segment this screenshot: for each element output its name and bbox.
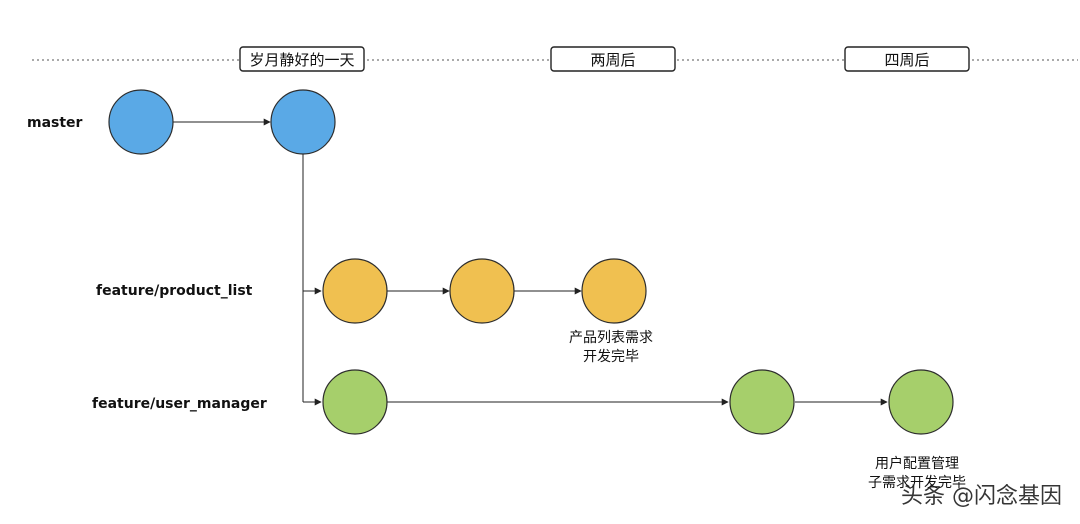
- timeline-marker-four-weeks: 四周后: [844, 46, 970, 72]
- commit-node-product: [322, 258, 388, 324]
- timeline-marker-two-weeks: 两周后: [550, 46, 676, 72]
- user-note-line-2: 子需求开发完毕: [868, 475, 966, 491]
- commit-node-product: [449, 258, 515, 324]
- branch-label-user-manager: feature/user_manager: [92, 396, 267, 412]
- timeline-label: 岁月静好的一天: [249, 51, 354, 69]
- commit-node-user: [888, 369, 954, 435]
- watermark-text: 头条 @闪念基因: [901, 484, 1062, 509]
- commit-node-user: [729, 369, 795, 435]
- timeline-marker-day-one: 岁月静好的一天: [239, 46, 365, 72]
- branch-label-product-list: feature/product_list: [96, 283, 253, 299]
- timeline-label: 四周后: [884, 51, 929, 69]
- product-note-line-1: 产品列表需求: [569, 330, 653, 346]
- commit-node-master: [270, 89, 336, 155]
- branch-label-master: master: [27, 115, 83, 131]
- commit-node-product: [581, 258, 647, 324]
- commit-node-master: [108, 89, 174, 155]
- product-note-line-2: 开发完毕: [583, 349, 639, 365]
- user-note-line-1: 用户配置管理: [875, 455, 959, 472]
- commit-node-user: [322, 369, 388, 435]
- timeline-label: 两周后: [590, 51, 635, 69]
